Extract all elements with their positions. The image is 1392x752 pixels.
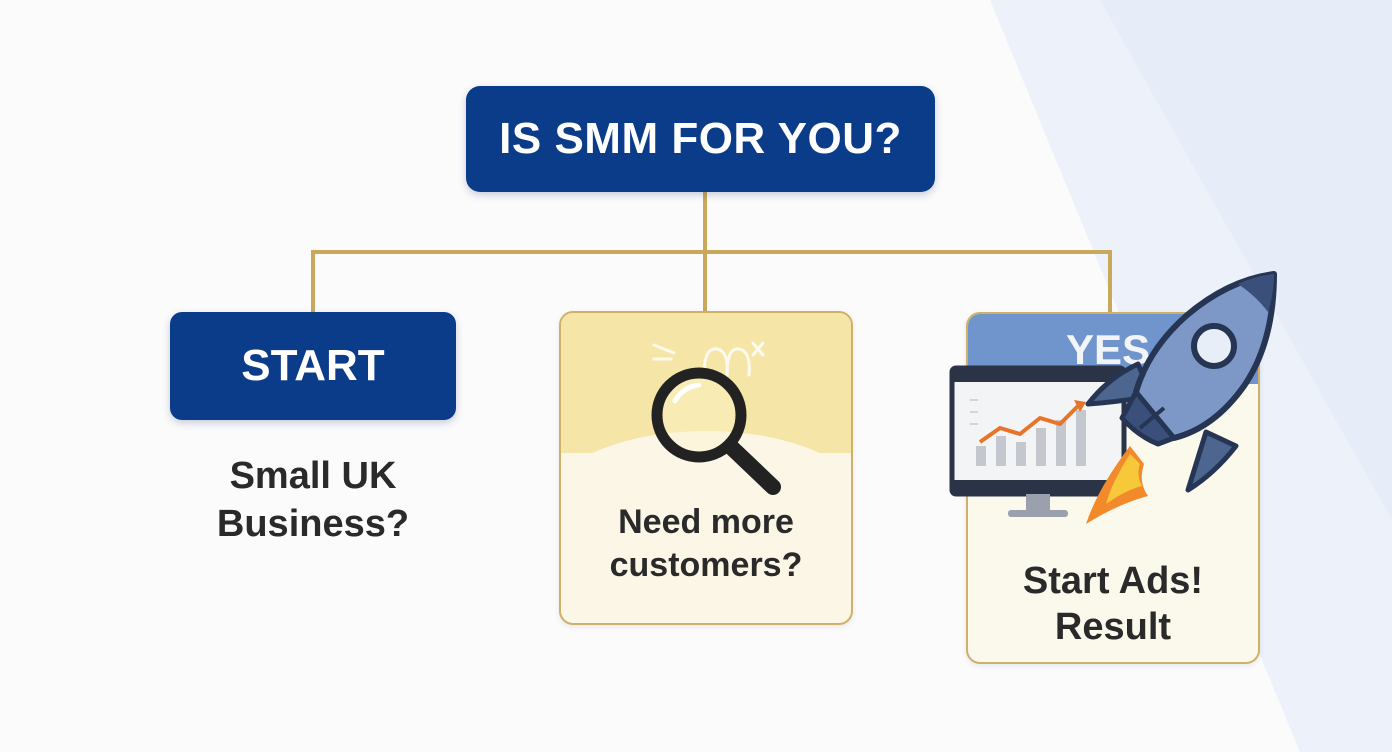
customers-card: Need more customers? — [559, 311, 853, 625]
start-box: START — [170, 312, 456, 420]
title-label: IS SMM FOR YOU? — [499, 114, 902, 163]
magnifying-glass-icon — [651, 367, 781, 495]
start-label: START — [241, 341, 385, 390]
title-box: IS SMM FOR YOU? — [466, 86, 935, 192]
chart-monitor-icon — [949, 365, 1127, 517]
customers-question: Need more customers? — [609, 503, 803, 584]
result-text: Start Ads! Result — [1022, 560, 1204, 648]
start-question: Small UK Business? — [216, 455, 410, 545]
card-header-band — [561, 313, 851, 453]
rocket-icon — [1085, 271, 1277, 524]
sketch-doodle-icon — [652, 341, 765, 377]
